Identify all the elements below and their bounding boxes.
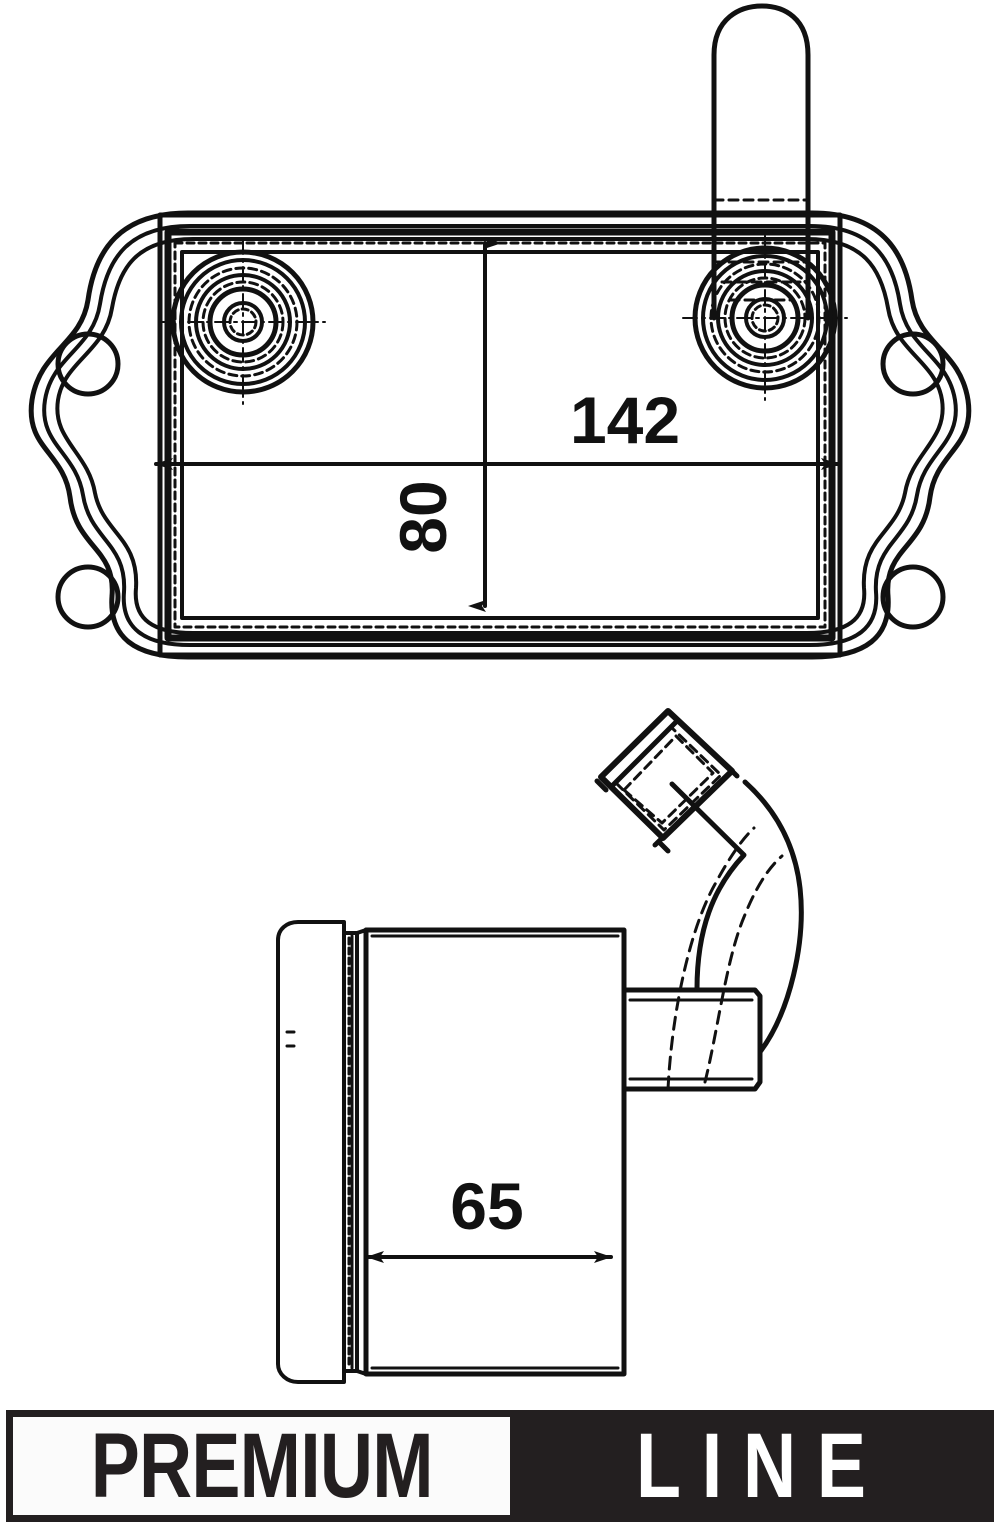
pipe-end-flange — [594, 708, 740, 854]
upper-pipe-stub — [711, 3, 811, 321]
curved-inlet-pipe — [666, 779, 804, 1091]
bolt-holes — [55, 331, 946, 630]
premium-logo-text: PREMIUM — [90, 1415, 434, 1517]
flange-outline — [28, 210, 972, 660]
dimension-label-142: 142 — [570, 383, 680, 457]
side-cover-plate — [276, 920, 346, 1384]
cooler-body-outline — [157, 212, 843, 658]
front-view — [28, 3, 972, 660]
premium-line-logo-bar: PREMIUM LINE — [6, 1410, 994, 1522]
dimension-label-80: 80 — [386, 480, 460, 553]
oil-cooler-drawing: 142 80 — [28, 3, 972, 1384]
bolt-hole-top-right — [880, 331, 946, 397]
premium-logo-box: PREMIUM — [13, 1417, 510, 1515]
bolt-hole-bottom-left — [55, 564, 121, 630]
side-view — [276, 708, 804, 1384]
side-body-block — [363, 927, 627, 1377]
bolt-hole-bottom-right — [880, 564, 946, 630]
dimension-label-65: 65 — [450, 1169, 523, 1243]
left-port-boss — [160, 239, 326, 405]
side-port-stub — [621, 987, 763, 1092]
line-logo-text: LINE — [636, 1415, 888, 1517]
gasket-step — [342, 928, 368, 1376]
bolt-hole-top-left — [55, 331, 121, 397]
line-logo-box: LINE — [510, 1410, 994, 1522]
